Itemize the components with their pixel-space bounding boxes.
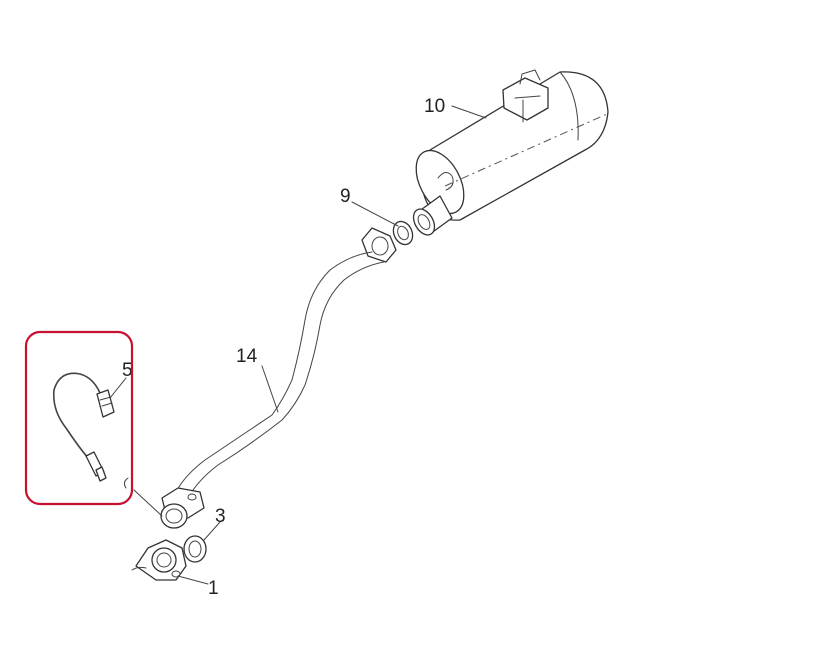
oxygen-sensor[interactable] (52, 372, 115, 482)
callout-1: 1 (208, 578, 219, 599)
leader-line-3 (203, 521, 221, 541)
sensor-mount-hook (123, 477, 129, 489)
leader-line-10 (451, 105, 487, 119)
leader-line-14 (261, 365, 279, 413)
highlight-box (24, 330, 134, 506)
muffler[interactable] (406, 69, 609, 239)
exhaust-pipe[interactable] (160, 227, 397, 529)
leader-line-9 (351, 201, 399, 227)
callout-14: 14 (236, 346, 258, 367)
gasket-ring-9[interactable] (390, 218, 416, 247)
leader-line-5 (109, 377, 127, 399)
callout-9: 9 (340, 186, 351, 207)
flange-1[interactable] (131, 539, 187, 581)
gasket-3[interactable] (183, 535, 207, 563)
callout-3: 3 (215, 506, 226, 527)
callout-10: 10 (424, 96, 445, 117)
leader-line-1 (177, 575, 209, 585)
leader-line-sensor (133, 489, 163, 517)
callout-5: 5 (122, 360, 133, 381)
